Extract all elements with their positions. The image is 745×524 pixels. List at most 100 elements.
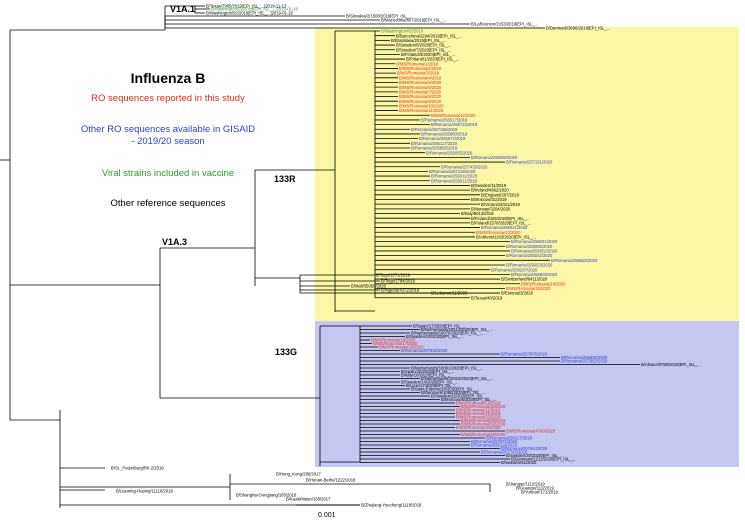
leaf-label: B/Romania/257433/2020 xyxy=(441,164,488,169)
leaf-label: B/Romania/256052/2020 xyxy=(511,249,558,254)
leaf-label: B/MS/Romania/12/2020 xyxy=(431,113,476,118)
leaf-label: B/Romania/256060/2020 xyxy=(471,155,518,160)
leaf-label: B/Moscow/31/2019 xyxy=(471,197,507,202)
leaf-label: B/Texas/7965/2019|EPI_ISL_...|2019-11-13 xyxy=(206,4,287,9)
leaf-label: B/Finland/3/2020|EPI_ISL_... xyxy=(401,52,455,57)
legend-blue-entry: Other RO sequences available in GISAID -… xyxy=(80,124,256,147)
leaf-label: B/Finland/165/2020|EPI_ISL_... xyxy=(471,216,530,221)
leaf-label: B/Victoria/2021/2019 xyxy=(481,202,520,207)
leaf-label: B/Sweden/30/2020|EPI_ISL_... xyxy=(506,453,564,458)
leaf-label: B/Netherlands/10061/2020|EPI_ISL_... xyxy=(411,366,483,371)
leaf-label: B/MS/Romania/16/2020 xyxy=(371,338,416,343)
leaf-label: B/Sweden/14/2020|EPI_ISL_... xyxy=(401,380,459,385)
leaf-label: B/Shanghai-Songjiang/105/2018 xyxy=(236,493,297,498)
leaf-label: B/MS/Romania/02/2020 xyxy=(461,422,506,427)
leaf-label: B/Romania/256117/2020 xyxy=(411,141,458,146)
leaf-label: B/Romania/255855/2019 xyxy=(411,146,458,151)
leaf-label: B/Denmark/3696/2019|EPI_ISL_... xyxy=(546,26,610,31)
leaf-label: B/Romania/258630/2020 xyxy=(561,355,608,360)
legend-green-entry: Viral strains included in vaccine xyxy=(101,168,235,179)
leaf-label: B/Romania/256803/2020 xyxy=(511,272,558,277)
leaf-label: B/St._Petersburg/RII-2/2018 xyxy=(111,466,164,471)
leaf-label: B/Netherlands/10023/2020|EPI_ISL_... xyxy=(421,376,493,381)
leaf-label: B/Nigeria/4372/2019 xyxy=(381,288,420,293)
leaf-label: B/Kazakhstan/168/2017 xyxy=(286,497,331,502)
leaf-label: B/Sweden/11/2019 xyxy=(471,183,507,188)
leaf-label: B/Lyon/17/2020|EPI_ISL_... xyxy=(406,383,457,388)
leaf-label: B/Romania/256055/2020 xyxy=(426,150,473,155)
leaf-label: B/Romania/255724/2019 xyxy=(431,122,478,127)
leaf-label: B/MS/Romania/24/2020 xyxy=(456,425,501,430)
leaf-label: B/Sweden/20/2020|EPI_ISL_... xyxy=(406,334,464,339)
leaf-label: B/Denmark/1080/2020|EPI_ISL_... xyxy=(421,390,485,395)
leaf-label: B/Poland/1/2020|EPI_ISL_... xyxy=(406,57,459,62)
leaf-label: B/England/287/2019 xyxy=(481,192,520,197)
leaf-label: B/MS/Romania/8/2020 xyxy=(399,94,442,99)
leaf-label: B/MS/Romania/2/2019 xyxy=(399,66,442,71)
leaf-label: B/Netherlands/10075/2020|EPI_ISL_... xyxy=(411,331,483,336)
leaf-label: B/Lebanon/11/2020 xyxy=(431,291,468,296)
leaf-label: B/MS/Romania/15/2020 xyxy=(506,286,551,291)
leaf-label: B/Romania/258117/2020 xyxy=(486,436,533,441)
leaf-label: B/MS/Romania/20/2019 xyxy=(461,404,506,409)
leaf-label: B/MS/Romania/5/2020 xyxy=(399,80,442,85)
leaf-label: B/Romania/258297/2020 xyxy=(491,267,538,272)
leaf-label: B/MS/Romania/22/2019 xyxy=(456,415,501,420)
leaf-label: B/Sweden/61/2020 xyxy=(501,460,537,465)
clade-133g-box xyxy=(315,321,739,467)
leaf-label: B/Mali/35058/2020 xyxy=(351,284,387,289)
leaf-label: B/MS/Romania/21/2019 xyxy=(456,411,501,416)
leaf-label: B/MS/Romania/1/2019 xyxy=(396,61,439,66)
clade-label-v1a1: V1A.1 xyxy=(170,4,196,14)
leaf-label: B/Slovakia/2/1508/2019|EPI_ISL_... xyxy=(346,14,413,19)
leaf-label: B/Romania/256041/2020 xyxy=(511,239,558,244)
leaf-label: B/MS/Romania/7/2020 xyxy=(399,89,442,94)
leaf-label: B/Romania/256617/2019 xyxy=(421,118,468,123)
leaf-label: B/MS/Romania/18/2020 xyxy=(379,345,424,350)
leaf-label: B/Liaoning-Heping/11118/2018 xyxy=(116,489,173,494)
leaf-label: B/Romania/257742/2020 xyxy=(481,450,528,455)
leaf-label: B/Germany/1212/2020|EPI_ISL_... xyxy=(511,457,575,462)
leaf-label: B/Estonia/3/2020 xyxy=(501,291,534,296)
leaf-label: B/MS/Romania/9/2020 xyxy=(399,99,442,104)
leaf-label: B/Romania/257671/2020 xyxy=(471,439,518,444)
leaf-label: B/Romania/255660/2019 xyxy=(421,132,468,137)
leaf-label: B/MS/Romania/14/2020 xyxy=(521,281,566,286)
leaf-label: B/Jiangsu/1112/2019 xyxy=(506,482,545,487)
leaf-label: B/Romania/257652/2020 xyxy=(561,359,608,364)
leaf-label: B/Guangxi/112/2019 xyxy=(516,486,555,491)
legend-red-entry: RO sequences reported in this study xyxy=(91,93,245,104)
leaf-label: B/Romania/256023/2020 xyxy=(506,263,553,268)
leaf-label: B/Saint-Etienne/10/2020|EPI_ISL_... xyxy=(411,387,479,392)
leaf-label: B/Yunnan/171/2019 xyxy=(521,490,558,495)
leaf-label: B/Zhejiang-Yuecheng/1118/2018 xyxy=(361,503,422,508)
leaf-label: B/MS/Romania/11/2020 xyxy=(399,108,444,113)
legend-title: Influenza B xyxy=(130,70,206,86)
leaf-label: B/Romania/255672/2019 xyxy=(419,136,466,141)
leaf-label: B/Switzerland/6411/2020 xyxy=(501,277,548,282)
leaf-label: B/Romania/256021/2020 xyxy=(481,225,528,230)
leaf-label: B/Togo/1071/2019 xyxy=(376,273,411,278)
leaf-label: B/MS/Romania/10/2020 xyxy=(399,103,444,108)
clade-label-133r: 133R xyxy=(274,174,296,184)
leaf-label: B/Romania/256620/2020 xyxy=(551,258,598,263)
leaf-label: B/Moscow/8/2020|EPI_ISL_... xyxy=(441,397,497,402)
leaf-label: B/Hunan-Beihu/1222/2018 xyxy=(306,478,356,483)
leaf-label: B/Texas/40/2019 xyxy=(471,295,503,300)
leaf-label: B/MS/Romania/6/2020 xyxy=(399,85,442,90)
leaf-label: B/Romania/257644/2020 xyxy=(501,446,548,451)
leaf-label: B/Romania/258119/2020 xyxy=(471,443,518,448)
leaf-label: B/MS/Romania/4/2019 xyxy=(399,75,442,80)
leaf-label: B/Washington/02/2019|EPI_ISL_...|2019-01… xyxy=(206,11,294,16)
leaf-label: B/Romania/257833/2020 xyxy=(401,348,448,353)
leaf-label: B/Togo/1784/2019 xyxy=(381,279,416,284)
leaf-label: B/Barcelona/2294/2019|EPI_ISL_... xyxy=(396,33,462,38)
leaf-label: B/Ireland/4962/2020 xyxy=(471,188,509,193)
leaf-label: B/Romania/256011/2020 xyxy=(431,174,478,179)
leaf-label: B/MS/Romania/11/2019 xyxy=(456,408,501,413)
leaf-label: B/Washington/02/2019|EPI_ISL_...|2019-01… xyxy=(211,7,299,12)
leaf-label: B/Italy/10/2020|EPI_ISL_... xyxy=(401,373,451,378)
leaf-label: B/Sweden/22/2020|EPI_ISL_... xyxy=(431,394,489,399)
leaf-label: B/Norway/3204/2020 xyxy=(471,206,511,211)
